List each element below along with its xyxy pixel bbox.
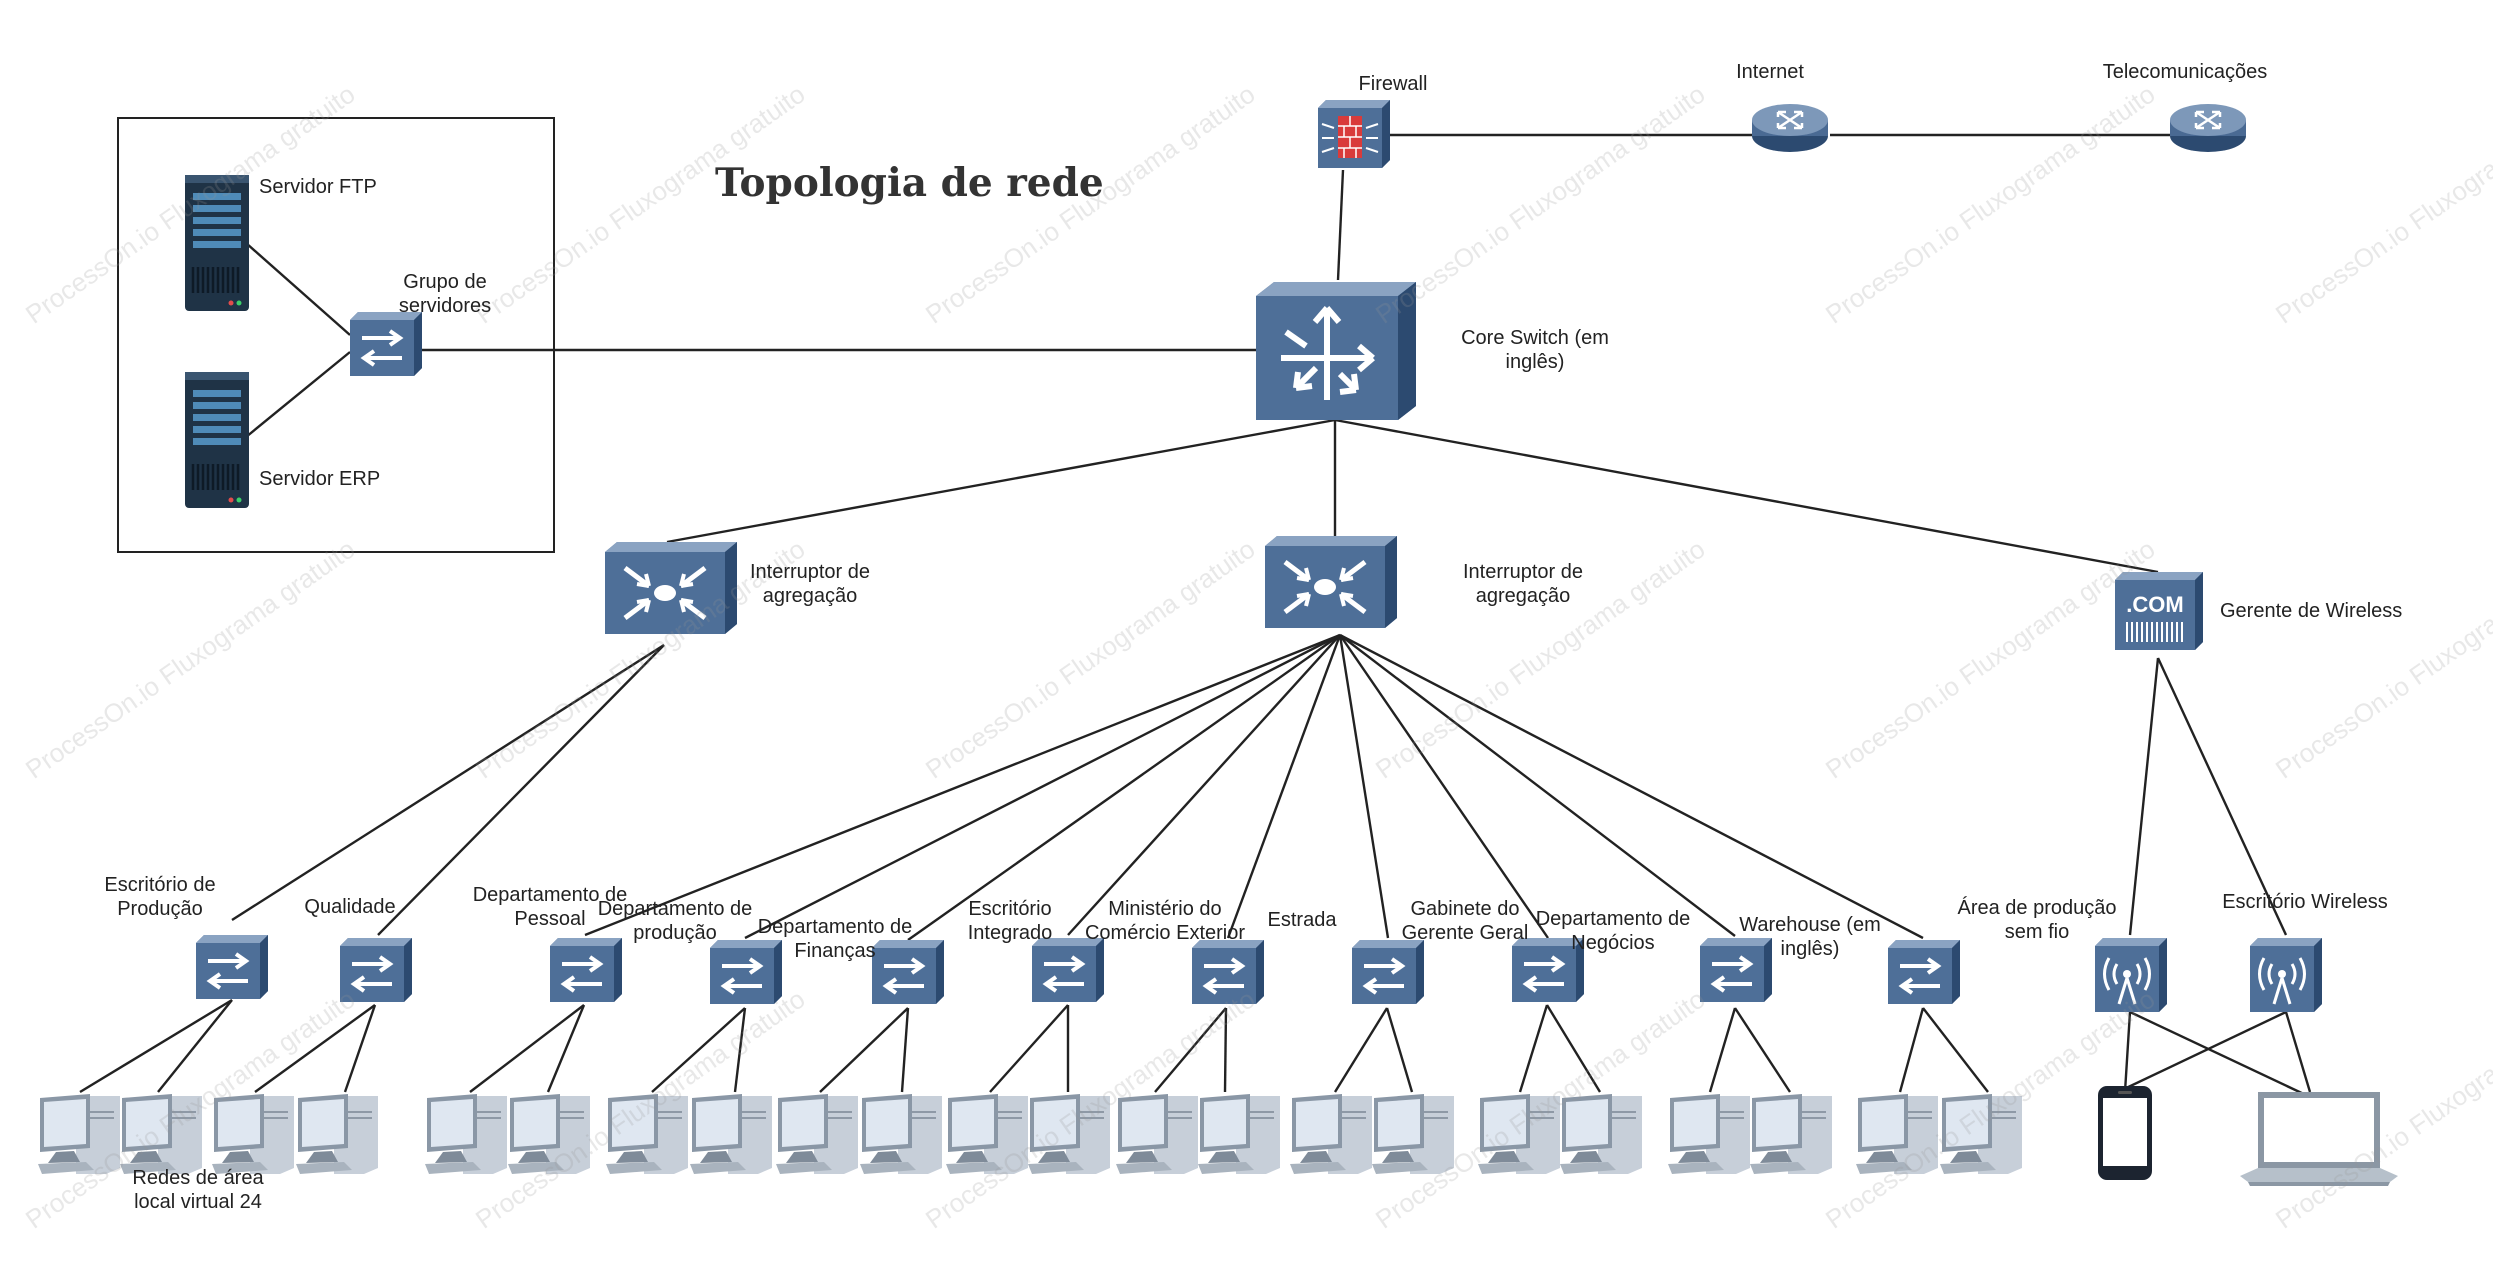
ap-area-sem-fio-icon xyxy=(2093,936,2169,1014)
pc-icon xyxy=(1027,1093,1111,1175)
pc-icon xyxy=(1939,1093,2023,1175)
pc-icon xyxy=(295,1093,379,1175)
pc-icon xyxy=(1749,1093,1833,1175)
switch-comercio-icon xyxy=(1190,938,1266,1006)
label-internet: Internet xyxy=(1736,61,1804,83)
core-switch-icon xyxy=(1256,282,1416,420)
laptop-icon xyxy=(2240,1092,2398,1186)
label-negocios: Departamento de Negócios xyxy=(1535,908,1691,954)
pc-icon xyxy=(424,1093,508,1175)
label-gabinete: Gabinete do Gerente Geral xyxy=(1401,898,1529,944)
erp-server-icon xyxy=(183,370,251,510)
label-financas: Departamento de Finanças xyxy=(757,916,913,962)
wireless-manager-icon: .COM xyxy=(2115,572,2203,650)
label-escritorio-wireless: Escritório Wireless xyxy=(2222,891,2388,913)
ftp-server-icon xyxy=(183,173,251,313)
pc-icon xyxy=(1371,1093,1455,1175)
pc-icon xyxy=(689,1093,773,1175)
page-title: Topologia de rede xyxy=(715,160,1104,206)
label-erp-server: Servidor ERP xyxy=(259,468,381,490)
label-warehouse: Warehouse (em inglês) xyxy=(1739,914,1881,960)
label-vlan: Redes de área local virtual 24 xyxy=(132,1167,264,1213)
telecom-router-icon xyxy=(2168,102,2248,154)
pc-icon xyxy=(1477,1093,1561,1175)
pc-icon xyxy=(211,1093,295,1175)
pc-icon xyxy=(775,1093,859,1175)
label-aggregation-2: Interruptor de agregação xyxy=(1462,561,1584,607)
pc-icon xyxy=(1197,1093,1281,1175)
switch-pessoal-icon xyxy=(548,936,624,1004)
label-wireless-manager: Gerente de Wireless xyxy=(2220,600,2403,622)
label-qualidade: Qualidade xyxy=(304,896,396,918)
label-server-group: Grupo de servidores xyxy=(398,271,492,317)
label-telecom: Telecomunicações xyxy=(2102,61,2268,83)
label-firewall: Firewall xyxy=(1358,73,1428,95)
pc-icon xyxy=(1855,1093,1939,1175)
pc-icon xyxy=(1559,1093,1643,1175)
label-escritorio-producao: Escritório de Produção xyxy=(104,874,216,920)
connection-lines xyxy=(79,133,2312,1098)
pc-row xyxy=(37,1093,2023,1175)
label-core-switch: Core Switch (em inglês) xyxy=(1461,327,1609,373)
pc-icon xyxy=(507,1093,591,1175)
pc-icon xyxy=(1667,1093,1751,1175)
internet-router-icon xyxy=(1750,102,1830,154)
label-comercio: Ministério do Comércio Exterior xyxy=(1084,898,1246,944)
pc-icon xyxy=(1289,1093,1373,1175)
label-integrado: Escritório Integrado xyxy=(967,898,1053,944)
label-ftp-server: Servidor FTP xyxy=(259,176,377,198)
label-estrada: Estrada xyxy=(1267,909,1337,931)
smartphone-icon xyxy=(2098,1086,2152,1180)
pc-icon xyxy=(605,1093,689,1175)
label-aggregation-1: Interruptor de agregação xyxy=(749,561,871,607)
pc-icon xyxy=(37,1093,121,1175)
switch-integrado-icon xyxy=(1030,936,1106,1004)
server-group-switch-icon xyxy=(348,310,424,378)
pc-icon xyxy=(859,1093,943,1175)
label-dep-producao: Departamento de produção xyxy=(597,898,753,944)
aggregation-switch-1-icon xyxy=(605,542,737,634)
pc-icon xyxy=(1115,1093,1199,1175)
ap-escritorio-wireless-icon xyxy=(2248,936,2324,1014)
pc-icon xyxy=(119,1093,203,1175)
server-group-box xyxy=(117,117,555,553)
aggregation-switch-2-icon xyxy=(1265,536,1397,628)
switch-estrada-icon xyxy=(1350,938,1426,1006)
switch-qualidade-icon xyxy=(338,936,414,1004)
svg-text:.COM: .COM xyxy=(2126,592,2183,617)
switch-escritorio-producao-icon xyxy=(194,933,270,1001)
switch-warehouse-icon xyxy=(1886,938,1962,1006)
firewall-icon xyxy=(1318,100,1390,168)
label-area-sem-fio: Área de produção sem fio xyxy=(1957,897,2117,943)
pc-icon xyxy=(945,1093,1029,1175)
label-pessoal: Departamento de Pessoal xyxy=(472,884,628,930)
